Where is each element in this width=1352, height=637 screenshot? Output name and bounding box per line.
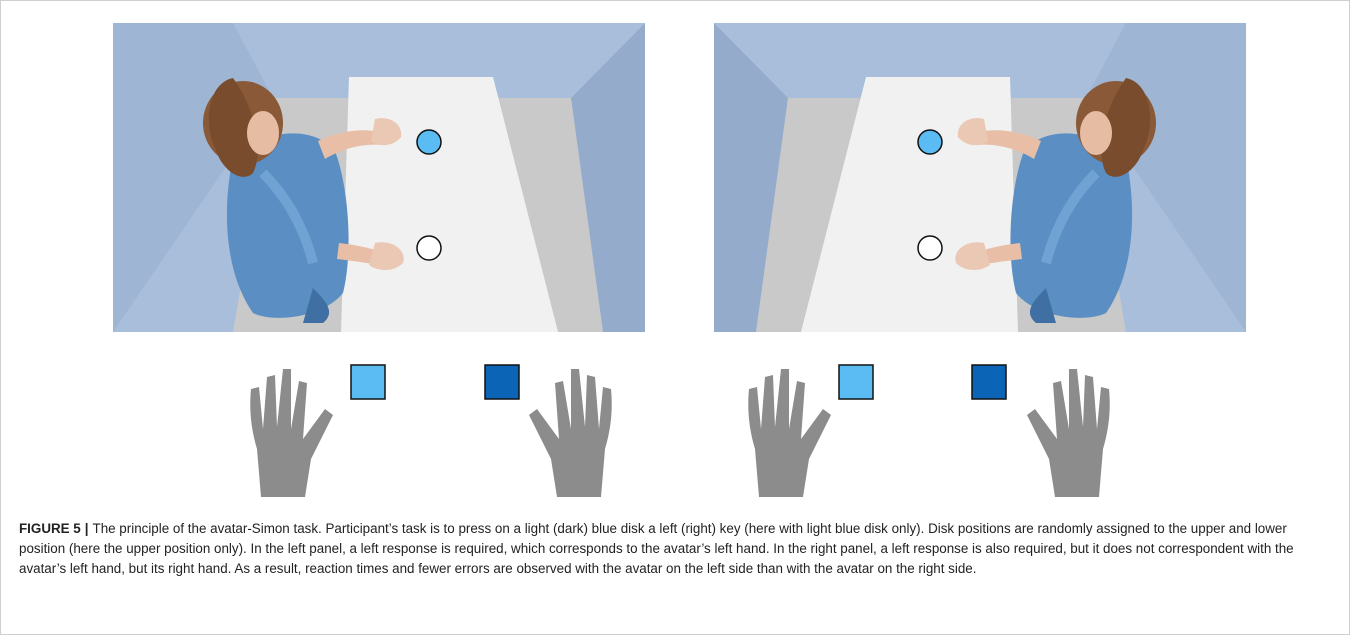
left-key-light-blue [838, 364, 874, 400]
avatar-upper-hand [371, 118, 402, 146]
response-keys-left [221, 359, 641, 499]
figure-separator: | [84, 521, 89, 536]
response-keys-right [719, 359, 1139, 499]
avatar-lower-hand [955, 242, 990, 270]
avatar-upper-hand [957, 118, 988, 146]
left-hand-icon [250, 369, 333, 497]
left-key-light-blue [350, 364, 386, 400]
right-hand-icon [1027, 369, 1110, 497]
lower-disk-empty [416, 235, 442, 261]
avatar-lower-hand [369, 242, 404, 270]
room-right-wall [571, 23, 645, 332]
right-key-dark-blue [484, 364, 520, 400]
upper-disk-light-blue [917, 129, 943, 155]
figure-caption-text: The principle of the avatar-Simon task. … [19, 521, 1294, 576]
avatar [203, 78, 389, 323]
lower-disk-empty [917, 235, 943, 261]
right-key-dark-blue [971, 364, 1007, 400]
left-hand-icon [748, 369, 831, 497]
avatar [970, 78, 1156, 323]
upper-disk-light-blue [416, 129, 442, 155]
figure-caption: FIGURE 5|The principle of the avatar-Sim… [19, 519, 1335, 579]
room-left-wall [714, 23, 788, 332]
scene-panel-left [113, 23, 645, 332]
right-hand-icon [529, 369, 612, 497]
scene-panel-right [714, 23, 1246, 332]
figure-label: FIGURE 5 [19, 521, 81, 536]
